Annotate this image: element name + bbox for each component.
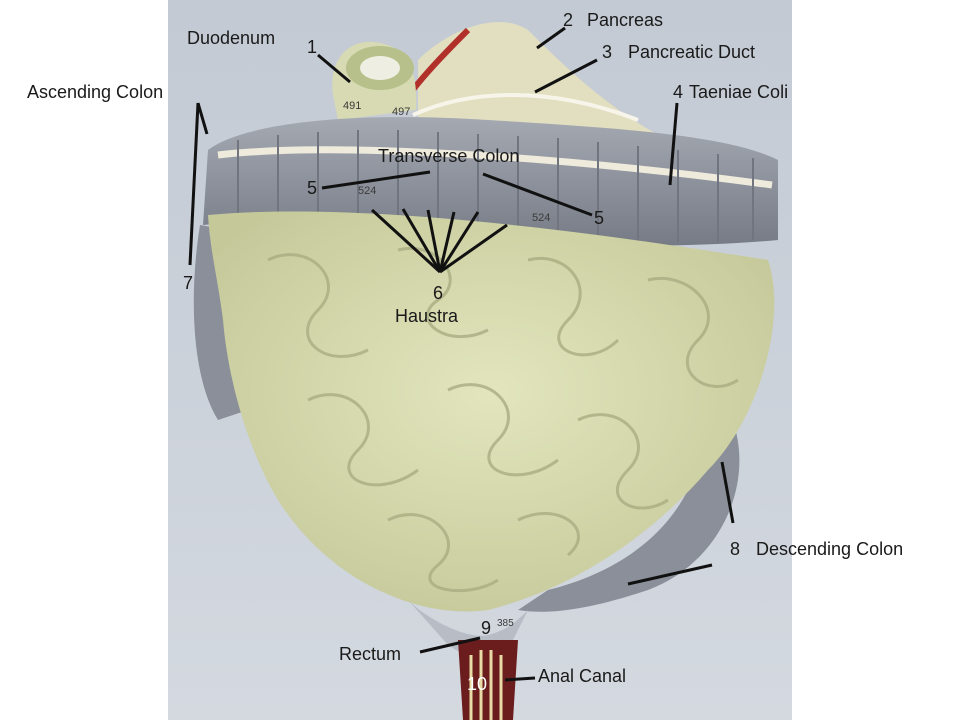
leader-ascending-colon	[188, 102, 200, 266]
label-num-5-left: 5	[307, 178, 318, 198]
leader-taeniae-coli	[668, 102, 679, 186]
label-num-1: 1	[307, 37, 318, 57]
label-num-8: 8	[730, 539, 741, 559]
leader-haustra-3	[426, 209, 442, 273]
label-num-6: 6	[433, 283, 444, 303]
label-duodenum: Duodenum	[187, 28, 276, 48]
leader-pancreatic-duct	[534, 58, 598, 94]
model-number-497: 497	[392, 106, 411, 118]
leader-descending-colon	[720, 461, 735, 524]
leader-rectum	[419, 636, 481, 654]
model-number-491: 491	[343, 100, 362, 112]
label-taeniae-coli: Taeniae Coli	[689, 82, 789, 102]
label-num-2: 2	[563, 10, 574, 30]
label-num-4: 4	[673, 82, 684, 102]
label-anal-canal: Anal Canal	[538, 666, 627, 686]
leader-duodenum	[317, 53, 351, 84]
leader-descending-colon-lower	[627, 563, 713, 586]
leader-haustra-2	[401, 208, 442, 273]
leader-5-left	[321, 170, 431, 190]
leader-anal-canal	[504, 676, 536, 682]
leader-haustra-4	[438, 211, 456, 273]
label-ascending-colon: Ascending Colon	[27, 82, 164, 102]
intestine-coils	[267, 247, 739, 593]
model-number-524-right: 524	[532, 212, 551, 224]
label-pancreas: Pancreas	[587, 10, 664, 30]
label-num-9: 9	[481, 618, 492, 638]
label-rectum: Rectum	[339, 644, 402, 664]
label-pancreatic-duct: Pancreatic Duct	[628, 42, 756, 62]
descending-colon-shape	[518, 410, 740, 612]
label-num-3: 3	[602, 42, 613, 62]
anatomical-model-photo	[168, 0, 792, 720]
label-haustra: Haustra	[395, 306, 459, 326]
label-transverse-colon: Transverse Colon	[378, 146, 520, 166]
anal-columns	[469, 650, 503, 720]
rectum-shape	[458, 640, 518, 720]
leader-5-right	[482, 172, 593, 217]
model-number-385: 385	[497, 618, 514, 629]
leader-haustra-5	[438, 211, 480, 273]
model-number-524-left: 524	[358, 185, 377, 197]
leader-ascending-colon-top	[196, 102, 209, 135]
pancreatic-duct-shape	[412, 93, 639, 122]
leader-pancreas	[536, 26, 566, 50]
label-num-5-right: 5	[594, 208, 605, 228]
label-descending-colon: Descending Colon	[756, 539, 904, 559]
small-intestine-shape	[208, 211, 775, 612]
label-num-7: 7	[183, 273, 194, 293]
colon-model-illustration	[168, 0, 792, 720]
leader-haustra-6	[439, 223, 508, 274]
leader-haustra-1	[370, 208, 442, 274]
label-num-10: 10	[467, 674, 488, 694]
